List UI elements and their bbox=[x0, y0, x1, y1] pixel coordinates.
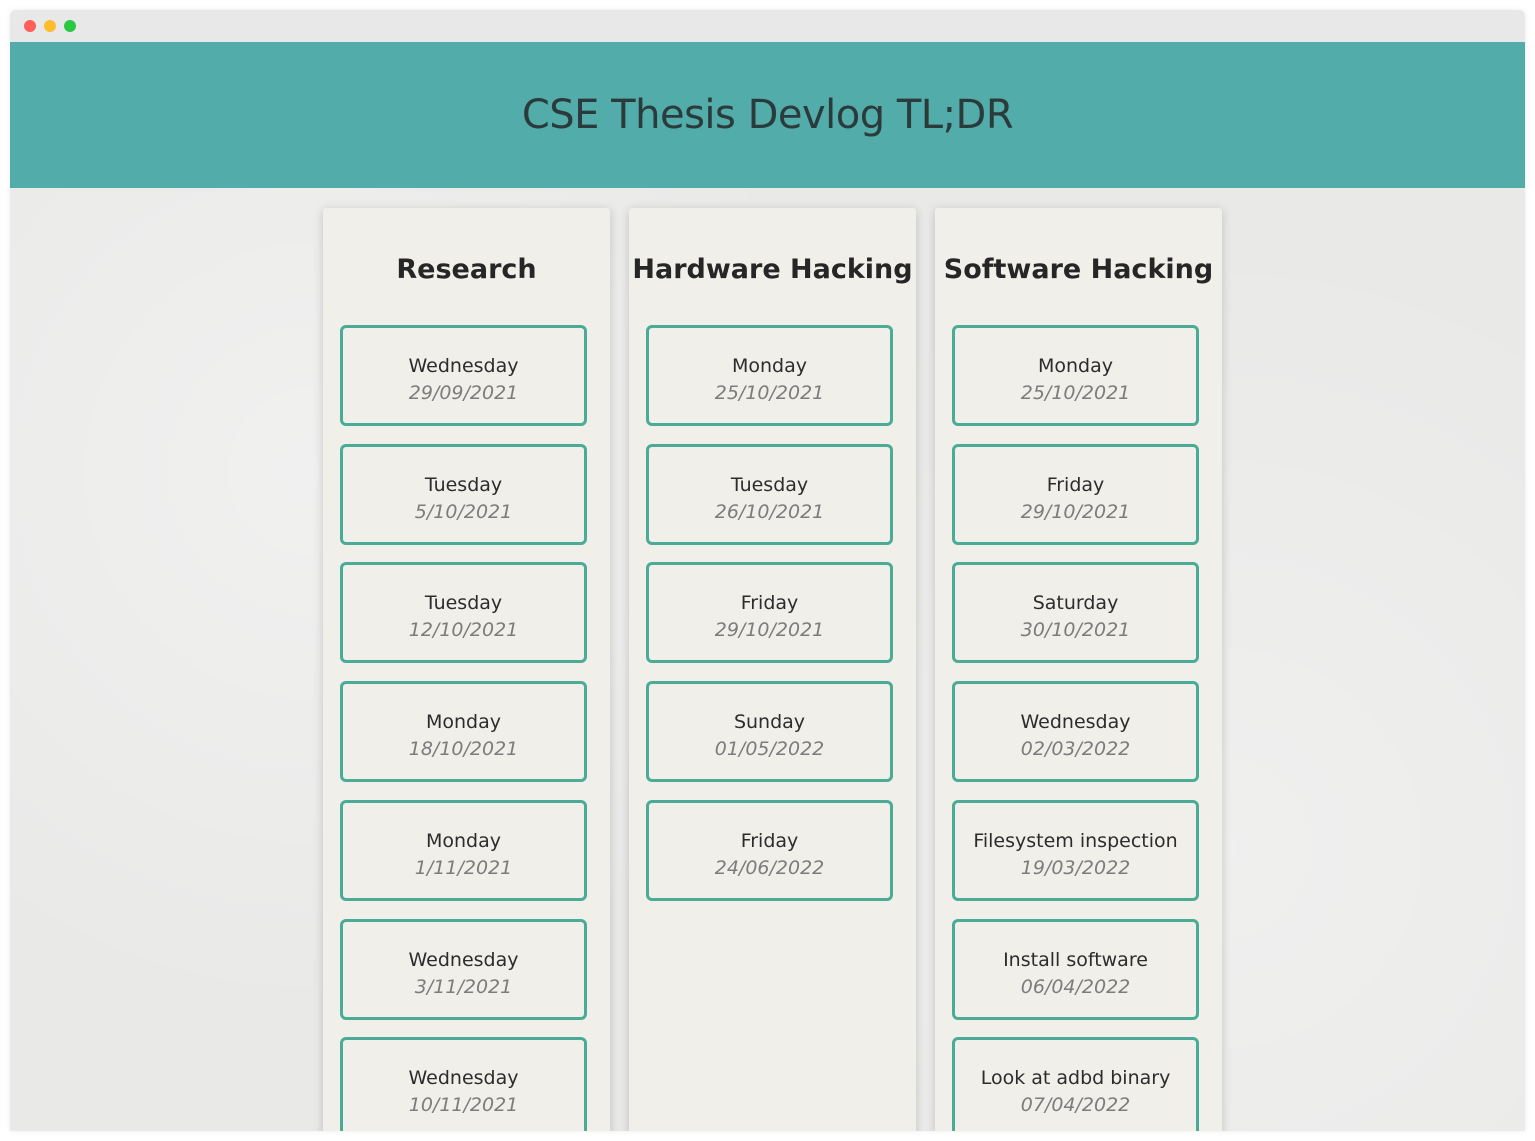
card-label: Wednesday bbox=[408, 1067, 519, 1089]
devlog-card[interactable]: Monday 25/10/2021 bbox=[646, 325, 893, 426]
column-title: Software Hacking bbox=[943, 254, 1214, 285]
card-label: Monday bbox=[1037, 355, 1113, 377]
card-date: 1/11/2021 bbox=[414, 857, 513, 879]
card-date: 06/04/2022 bbox=[1020, 976, 1131, 998]
devlog-card[interactable]: Tuesday 5/10/2021 bbox=[340, 444, 587, 545]
devlog-card[interactable]: Install software 06/04/2022 bbox=[952, 919, 1199, 1020]
card-label: Monday bbox=[425, 711, 501, 733]
devlog-card[interactable]: Monday 25/10/2021 bbox=[952, 325, 1199, 426]
devlog-card[interactable]: Wednesday 3/11/2021 bbox=[340, 919, 587, 1020]
card-date: 01/05/2022 bbox=[714, 738, 825, 760]
column-software-hacking: Software Hacking Monday 25/10/2021 Frida… bbox=[935, 208, 1222, 1131]
column-title: Research bbox=[396, 254, 537, 285]
devlog-card[interactable]: Tuesday 12/10/2021 bbox=[340, 562, 587, 663]
card-date: 02/03/2022 bbox=[1020, 738, 1131, 760]
devlog-card[interactable]: Monday 1/11/2021 bbox=[340, 800, 587, 901]
card-label: Tuesday bbox=[424, 592, 503, 614]
card-label: Wednesday bbox=[1020, 711, 1131, 733]
card-date: 29/09/2021 bbox=[408, 382, 519, 404]
card-label: Wednesday bbox=[408, 949, 519, 971]
board: Research Wednesday 29/09/2021 Tuesday 5/… bbox=[10, 188, 1525, 1131]
card-label: Friday bbox=[1046, 474, 1105, 496]
devlog-card[interactable]: Wednesday 29/09/2021 bbox=[340, 325, 587, 426]
card-label: Tuesday bbox=[424, 474, 503, 496]
close-window-button[interactable] bbox=[24, 20, 36, 32]
card-label: Friday bbox=[740, 830, 799, 852]
column-hardware-hacking: Hardware Hacking Monday 25/10/2021 Tuesd… bbox=[629, 208, 916, 1131]
card-date: 26/10/2021 bbox=[714, 501, 825, 523]
card-date: 25/10/2021 bbox=[1020, 382, 1131, 404]
card-date: 5/10/2021 bbox=[414, 501, 513, 523]
minimize-window-button[interactable] bbox=[44, 20, 56, 32]
card-label: Monday bbox=[731, 355, 807, 377]
card-date: 07/04/2022 bbox=[1020, 1094, 1131, 1116]
card-label: Look at adbd binary bbox=[980, 1067, 1171, 1089]
card-date: 10/11/2021 bbox=[408, 1094, 519, 1116]
card-label: Wednesday bbox=[408, 355, 519, 377]
card-date: 29/10/2021 bbox=[714, 619, 825, 641]
devlog-card[interactable]: Look at adbd binary 07/04/2022 bbox=[952, 1037, 1199, 1131]
window-titlebar bbox=[10, 10, 1525, 42]
devlog-card[interactable]: Friday 24/06/2022 bbox=[646, 800, 893, 901]
page-title: CSE Thesis Devlog TL;DR bbox=[521, 92, 1014, 138]
card-date: 18/10/2021 bbox=[408, 738, 519, 760]
devlog-card[interactable]: Friday 29/10/2021 bbox=[952, 444, 1199, 545]
card-date: 29/10/2021 bbox=[1020, 501, 1131, 523]
card-date: 19/03/2022 bbox=[1020, 857, 1131, 879]
devlog-card[interactable]: Sunday 01/05/2022 bbox=[646, 681, 893, 782]
devlog-card[interactable]: Saturday 30/10/2021 bbox=[952, 562, 1199, 663]
card-label: Tuesday bbox=[730, 474, 809, 496]
devlog-card[interactable]: Wednesday 10/11/2021 bbox=[340, 1037, 587, 1131]
card-date: 3/11/2021 bbox=[414, 976, 513, 998]
devlog-card[interactable]: Friday 29/10/2021 bbox=[646, 562, 893, 663]
column-research: Research Wednesday 29/09/2021 Tuesday 5/… bbox=[323, 208, 610, 1131]
card-label: Sunday bbox=[733, 711, 806, 733]
card-label: Friday bbox=[740, 592, 799, 614]
devlog-card[interactable]: Filesystem inspection 19/03/2022 bbox=[952, 800, 1199, 901]
browser-window: CSE Thesis Devlog TL;DR Research Wednesd… bbox=[10, 10, 1525, 1131]
card-date: 25/10/2021 bbox=[714, 382, 825, 404]
page-header: CSE Thesis Devlog TL;DR bbox=[10, 42, 1525, 188]
maximize-window-button[interactable] bbox=[64, 20, 76, 32]
card-date: 12/10/2021 bbox=[408, 619, 519, 641]
card-label: Install software bbox=[1003, 949, 1148, 971]
card-date: 30/10/2021 bbox=[1020, 619, 1131, 641]
card-label: Monday bbox=[425, 830, 501, 852]
devlog-card[interactable]: Wednesday 02/03/2022 bbox=[952, 681, 1199, 782]
card-date: 24/06/2022 bbox=[714, 857, 825, 879]
card-label: Saturday bbox=[1032, 592, 1119, 614]
devlog-card[interactable]: Monday 18/10/2021 bbox=[340, 681, 587, 782]
card-label: Filesystem inspection bbox=[973, 830, 1178, 852]
devlog-card[interactable]: Tuesday 26/10/2021 bbox=[646, 444, 893, 545]
column-title: Hardware Hacking bbox=[632, 254, 913, 285]
